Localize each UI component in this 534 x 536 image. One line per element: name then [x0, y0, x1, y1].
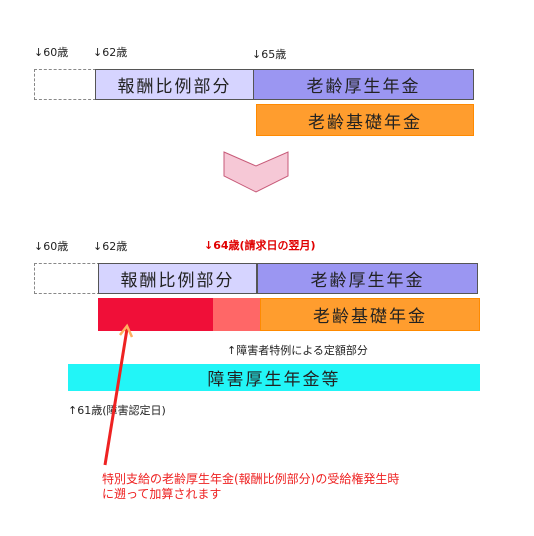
top-age-62: ↓62歳 — [93, 46, 128, 59]
special-teigaku-red-bar — [98, 298, 214, 331]
top-age-60: ↓60歳 — [34, 46, 69, 59]
special-teigaku-pink-bar — [213, 298, 261, 331]
bottom-kiso-bar: 老齢基礎年金 — [260, 298, 480, 331]
top-kiso-bar: 老齢基礎年金 — [256, 104, 474, 136]
bottom-age-62: ↓62歳 — [93, 240, 128, 253]
teigaku-note: ↑障害者特例による定額部分 — [227, 344, 368, 357]
shogai-kosei-bar: 障害厚生年金等 — [68, 364, 480, 391]
top-kosei-bar: 老齢厚生年金 — [253, 69, 474, 100]
down-arrow-icon — [223, 151, 289, 193]
age-61-note: ↑61歳(障害認定日) — [68, 404, 166, 417]
top-age-65: ↓65歳 — [252, 48, 287, 61]
annotation-arrow-icon — [103, 323, 134, 466]
top-empty-60-62 — [34, 69, 96, 100]
footnote-line-2: に遡って加算されます — [102, 487, 222, 501]
top-hoshu-bar: 報酬比例部分 — [95, 69, 254, 100]
bottom-hoshu-bar: 報酬比例部分 — [98, 263, 257, 294]
bottom-age-60: ↓60歳 — [34, 240, 69, 253]
footnote-line-1: 特別支給の老齢厚生年金(報酬比例部分)の受給権発生時 — [102, 472, 400, 486]
bottom-empty-60-62 — [34, 263, 100, 294]
bottom-age-64: ↓64歳(請求日の翌月) — [204, 239, 316, 252]
bottom-kosei-bar: 老齢厚生年金 — [257, 263, 478, 294]
